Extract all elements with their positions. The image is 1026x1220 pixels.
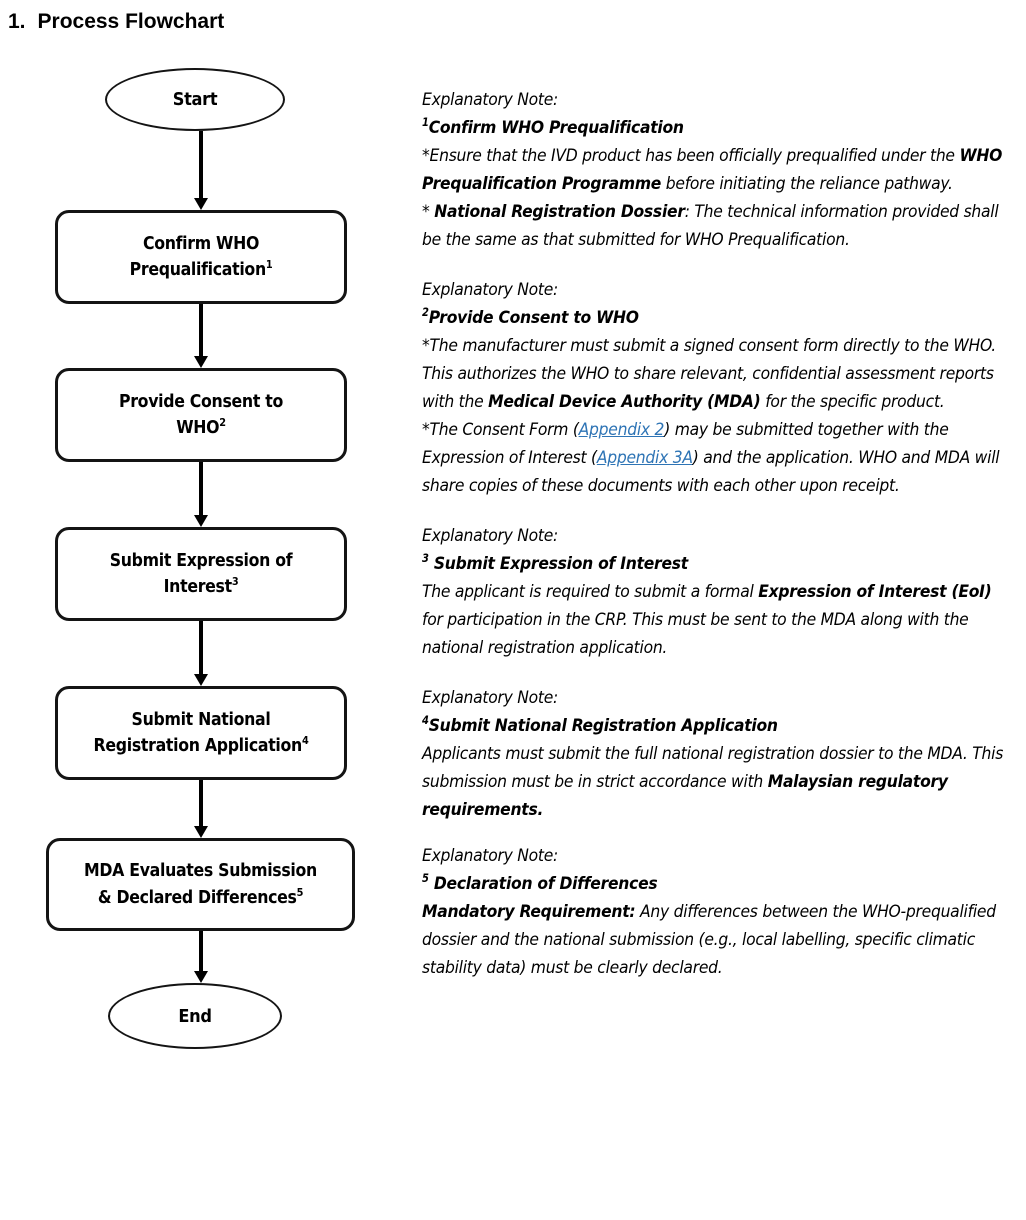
flow-arrow-national-to-evaluate (194, 780, 208, 838)
explanatory-note-4: Explanatory Note: 4Submit National Regis… (422, 684, 1014, 824)
note-4-label: Explanatory Note: (422, 688, 559, 709)
note-4-paragraph-1: Applicants must submit the full national… (422, 744, 1004, 821)
note-2-paragraph-1: *The manufacturer must submit a signed c… (422, 336, 996, 413)
explanatory-note-2: Explanatory Note: 2Provide Consent to WH… (422, 276, 1014, 500)
note-3-label: Explanatory Note: (422, 526, 559, 547)
note-2-marker: 2 (422, 306, 429, 320)
note-5-marker: 5 (422, 872, 429, 886)
explanatory-notes-column: Explanatory Note: 1Confirm WHO Prequalif… (422, 86, 1014, 982)
note-1-label: Explanatory Note: (422, 90, 559, 110)
flow-node-consent-superscript: 2 (219, 416, 226, 430)
note-3-heading: 3 Submit Expression of Interest (422, 552, 688, 575)
flow-arrow-start-to-confirm (194, 131, 208, 210)
flow-node-end-label: End (178, 1005, 212, 1027)
flow-node-eoi-superscript: 3 (231, 575, 239, 589)
flow-arrow-eoi-to-national (194, 621, 208, 686)
note-1-heading: 1Confirm WHO Prequalification (422, 116, 684, 139)
page-title-text: Process Flowchart (37, 10, 225, 33)
link-appendix-2[interactable]: Appendix 2 (578, 420, 665, 441)
flow-node-end[interactable]: End (108, 983, 282, 1049)
note-4-heading: 4Submit National Registration Applicatio… (422, 714, 778, 737)
note-2-label: Explanatory Note: (422, 280, 559, 301)
note-3-marker: 3 (422, 552, 429, 566)
explanatory-note-3: Explanatory Note: 3 Submit Expression of… (422, 522, 1014, 662)
flow-node-mda-evaluates-submission[interactable]: MDA Evaluates Submission& Declared Diffe… (46, 838, 355, 931)
flow-node-evaluate-label: MDA Evaluates Submission& Declared Diffe… (84, 861, 317, 908)
note-5-label: Explanatory Note: (422, 846, 559, 867)
flow-node-national-superscript: 4 (301, 734, 309, 748)
flow-arrow-consent-to-eoi (194, 462, 208, 527)
note-2-paragraph-2: *The Consent Form (Appendix 2) may be su… (422, 420, 1000, 497)
page-title-number: 1. (8, 10, 26, 33)
flow-arrow-evaluate-to-end (194, 931, 208, 983)
page-title: 1. Process Flowchart (8, 10, 224, 34)
note-5-heading: 5 Declaration of Differences (422, 872, 658, 895)
explanatory-note-1: Explanatory Note: 1Confirm WHO Prequalif… (422, 86, 1014, 254)
flow-node-evaluate-superscript: 5 (296, 885, 304, 899)
flow-node-confirm-superscript: 1 (265, 258, 273, 272)
explanatory-note-5: Explanatory Note: 5 Declaration of Diffe… (422, 842, 1014, 982)
note-2-heading: 2Provide Consent to WHO (422, 306, 639, 329)
note-4-marker: 4 (422, 714, 429, 728)
flow-arrow-confirm-to-consent (194, 304, 208, 368)
note-3-paragraph-1: The applicant is required to submit a fo… (422, 582, 992, 659)
note-1-paragraph-1: *Ensure that the IVD product has been of… (422, 146, 1003, 195)
flow-node-start[interactable]: Start (105, 68, 285, 131)
note-5-paragraph-1: Mandatory Requirement: Any differences b… (422, 902, 996, 979)
note-1-marker: 1 (422, 116, 429, 130)
flow-node-start-label: Start (172, 89, 218, 110)
note-1-paragraph-2: * National Registration Dossier: The tec… (422, 202, 999, 251)
link-appendix-3a[interactable]: Appendix 3A (596, 448, 693, 469)
